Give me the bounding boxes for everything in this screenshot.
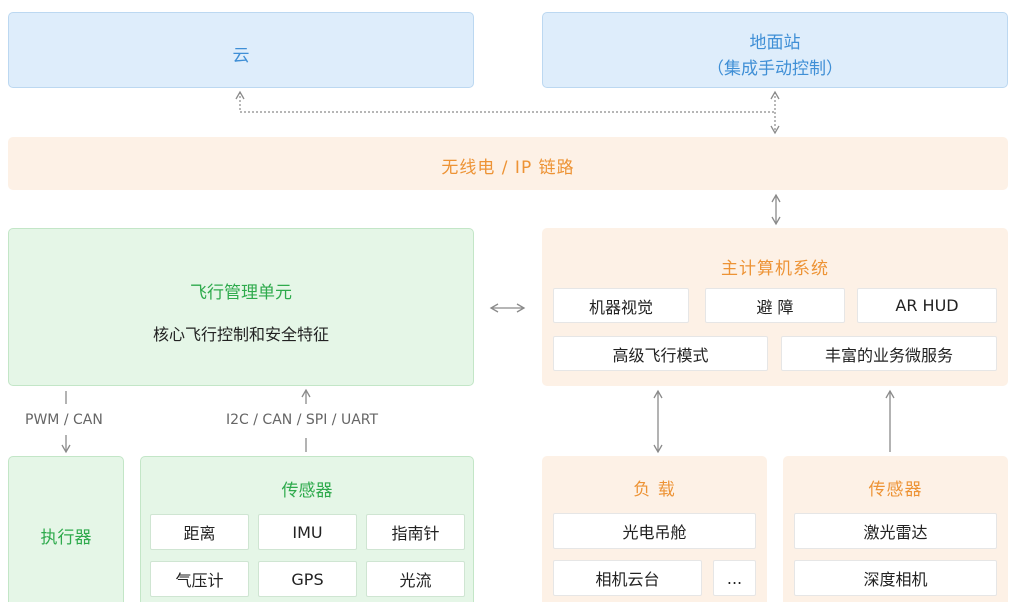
chip-advanced-flight-modes: 高级飞行模式: [553, 336, 768, 371]
fmu-subtitle: 核心飞行控制和安全特征: [152, 325, 329, 344]
link-bar: 无线电 / IP 链路: [8, 137, 1008, 190]
actuator-label: 执行器: [40, 528, 92, 548]
mc-sensors-title: 传感器: [868, 480, 923, 500]
payload-camera-gimbal: 相机云台: [553, 560, 702, 596]
pwm-can-label: PWM / CAN: [25, 412, 103, 428]
payload-more: ...: [713, 560, 756, 596]
payload-title: 负 载: [633, 480, 676, 500]
ground-station-box: 地面站 （集成手动控制）: [542, 12, 1008, 88]
cloud-box: 云: [8, 12, 474, 88]
chip-ar-hud: AR HUD: [857, 288, 997, 323]
sensor-lidar: 激光雷达: [794, 513, 997, 549]
cloud-link-line: [235, 90, 775, 113]
fmu-sensors-box: 传感器 距离 IMU 指南针 气压计 GPS 光流: [140, 456, 474, 602]
main-computer-title: 主计算机系统: [721, 259, 829, 279]
mc-sensors-box: 传感器 激光雷达 深度相机: [783, 456, 1008, 602]
sensor-compass: 指南针: [366, 514, 465, 550]
link-label: 无线电 / IP 链路: [441, 158, 575, 178]
cloud-label: 云: [232, 46, 250, 66]
sensor-depth-camera: 深度相机: [794, 560, 997, 596]
payload-box: 负 载 光电吊舱 相机云台 ...: [542, 456, 767, 602]
ground-station-title: 地面站: [749, 33, 801, 53]
sensor-imu: IMU: [258, 514, 357, 550]
bus-label: I2C / CAN / SPI / UART: [226, 412, 379, 428]
actuator-box: 执行器: [8, 456, 124, 602]
fmu-box: 飞行管理单元 核心飞行控制和安全特征: [8, 228, 474, 386]
main-computer-box: 主计算机系统 机器视觉 避 障 AR HUD 高级飞行模式 丰富的业务微服务: [542, 228, 1008, 386]
payload-gimbal-pod: 光电吊舱: [553, 513, 756, 549]
fmu-title: 飞行管理单元: [190, 283, 292, 303]
ground-station-subtitle: （集成手动控制）: [707, 59, 843, 79]
fmu-sensors-title: 传感器: [281, 481, 333, 501]
sensor-range: 距离: [150, 514, 249, 550]
chip-microservices: 丰富的业务微服务: [781, 336, 997, 371]
sensor-optical-flow: 光流: [366, 561, 465, 597]
chip-machine-vision: 机器视觉: [553, 288, 689, 323]
sensor-gps: GPS: [258, 561, 357, 597]
sensor-barometer: 气压计: [150, 561, 249, 597]
chip-obstacle-avoidance: 避 障: [705, 288, 845, 323]
